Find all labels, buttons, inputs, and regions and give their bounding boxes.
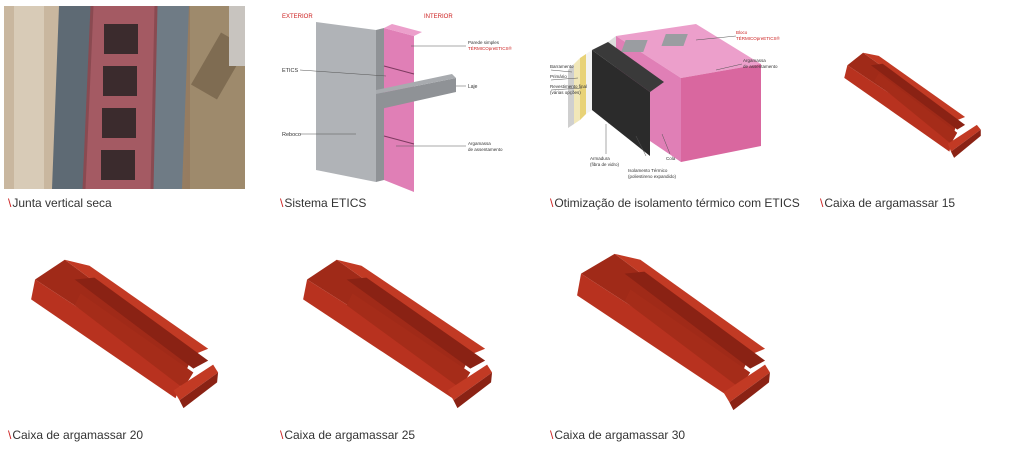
caption-text: Caixa de argamassar 20 [12,428,144,442]
caption[interactable]: \Otimização de isolamento térmico com ET… [550,196,800,210]
separator-mark: \ [280,196,284,210]
label-barramento: Barramento [550,64,574,69]
label-revestimento-2: (várias opções) [550,90,581,95]
caption-text: Sistema ETICS [284,196,367,210]
caption-text: Otimização de isolamento térmico com ETI… [554,196,800,210]
label-parede-brand: TÉRMICOpreETICS® [468,45,513,51]
label-exterior: EXTERIOR [282,14,313,20]
label-etics: ETICS [282,68,299,74]
caption-text: Caixa de argamassar 30 [554,428,686,442]
label-bloco-brand: TÉRMICOpreETICS® [736,35,781,41]
caption[interactable]: \Junta vertical seca [8,196,112,210]
label-bloco: Bloco [736,30,748,35]
label-interior: INTERIOR [424,14,453,20]
caption[interactable]: \Caixa de argamassar 15 [820,196,955,210]
product-image-caixa-15[interactable] [816,6,1020,192]
caption-text: Junta vertical seca [12,196,112,210]
label-laje: Laje [468,84,478,90]
label-primario: Primário [550,74,567,79]
separator-mark: \ [8,196,12,210]
label-armadura: Armadura [590,156,610,161]
photo-dry-vertical-joint[interactable] [4,6,245,189]
product-image-caixa-25[interactable] [276,238,536,422]
label-cola: Cola [666,156,676,161]
label-argamassa: Argamassa [468,141,491,146]
diagram-etics-system[interactable]: EXTERIOR INTERIOR ETICS Reboco Parede si… [276,6,536,192]
label-argamassa: Argamassa [743,58,766,63]
label-isolamento-2: (poliestireno expandido) [628,174,677,179]
label-armadura-2: (fibra de vidro) [590,162,620,167]
diagram-thermal-insulation[interactable]: Bloco TÉRMICOpreETICS® Argamassa de asse… [546,6,806,192]
label-parede: Parede simples [468,40,500,45]
caption[interactable]: \Sistema ETICS [280,196,366,210]
caption-text: Caixa de argamassar 25 [284,428,416,442]
separator-mark: \ [550,196,554,210]
label-reboco: Reboco [282,132,301,138]
separator-mark: \ [550,428,554,442]
product-image-caixa-30[interactable] [546,238,806,422]
caption[interactable]: \Caixa de argamassar 20 [8,428,143,442]
label-argamassa-2: de assentamento [468,147,503,152]
label-argamassa-2: de assentamento [743,64,778,69]
label-isolamento: Isolamento Térmico [628,168,668,173]
separator-mark: \ [280,428,284,442]
caption-text: Caixa de argamassar 15 [824,196,956,210]
product-image-caixa-20[interactable] [4,238,264,422]
label-revestimento: Revestimento final [550,84,587,89]
caption[interactable]: \Caixa de argamassar 25 [280,428,415,442]
caption[interactable]: \Caixa de argamassar 30 [550,428,685,442]
separator-mark: \ [820,196,824,210]
separator-mark: \ [8,428,12,442]
